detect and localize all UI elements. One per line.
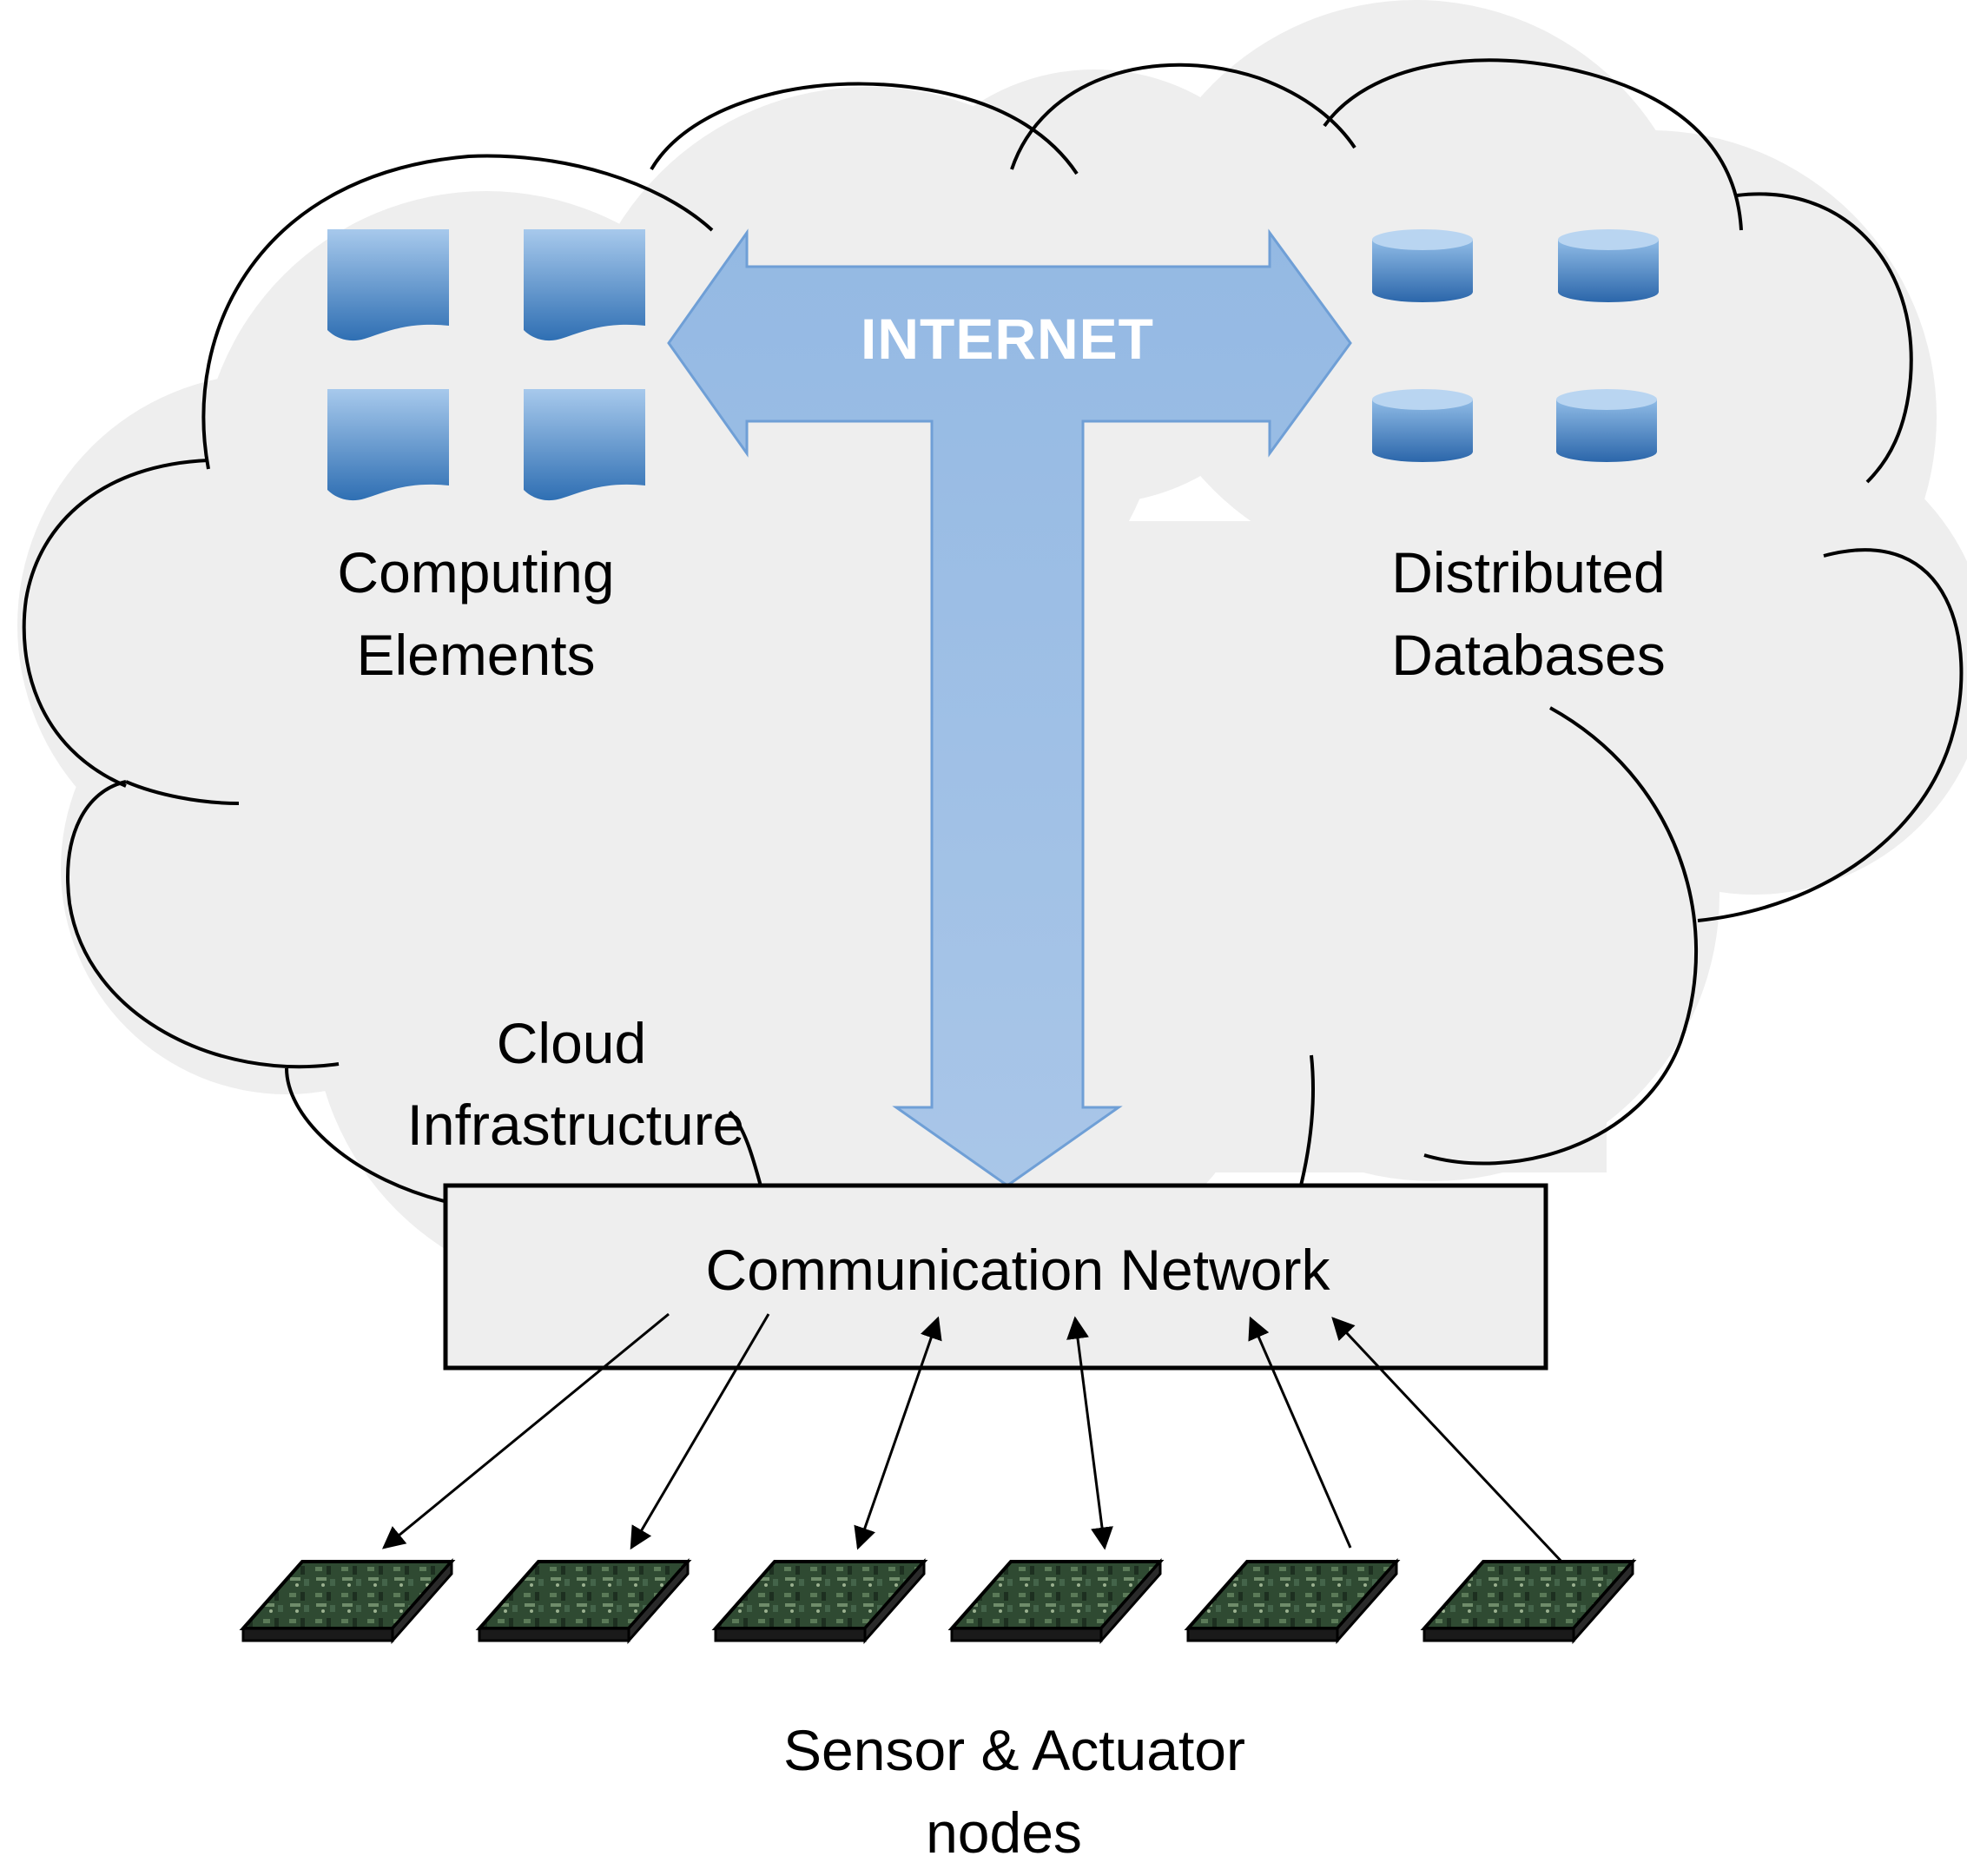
network-link-5-up [1248,1316,1352,1549]
computing-element-icon-4 [524,389,645,501]
cloud-infrastructure-label-line1: Cloud [497,1011,646,1075]
computing-element-icon-1 [327,229,449,341]
network-link-6-up [1331,1317,1565,1565]
network-link-1-down [381,1312,670,1549]
distributed-databases-label-line1: Distributed [1391,540,1665,604]
sensor-node-1 [239,1558,456,1644]
computing-element-icon-2 [524,229,645,341]
computing-elements-label-line1: Computing [337,540,614,604]
network-link-2-down [630,1313,770,1550]
sensor-node-5 [1184,1558,1401,1644]
database-icon-4 [1556,389,1657,462]
internet-arrow: INTERNET [667,228,1352,1187]
sensor-node-2 [475,1558,692,1644]
distributed-databases-icons [1372,229,1659,462]
sensor-node-3 [711,1558,928,1644]
computing-element-icon-3 [327,389,449,501]
sensor-node-4 [947,1558,1165,1644]
database-icon-2 [1558,229,1659,302]
distributed-databases-label-line2: Databases [1391,623,1666,687]
network-link-3-both [854,1316,942,1550]
network-link-4-both [1066,1316,1113,1550]
database-icon-3 [1372,389,1473,462]
cloud-infrastructure-label-line2: Infrastructure [407,1093,745,1157]
communication-network-label: Communication Network [706,1238,1331,1302]
sensor-actuator-nodes [239,1558,1637,1644]
internet-label: INTERNET [861,307,1154,371]
sensor-actuator-label-line1: Sensor & Actuator [783,1718,1245,1782]
communication-network-box [443,1183,1548,1371]
database-icon-1 [1372,229,1473,302]
sensor-node-6 [1420,1558,1637,1644]
network-links [381,1312,1565,1565]
computing-elements-label-line2: Elements [356,623,595,687]
sensor-actuator-label-line2: nodes [926,1800,1082,1865]
computing-elements-icons [327,229,645,501]
